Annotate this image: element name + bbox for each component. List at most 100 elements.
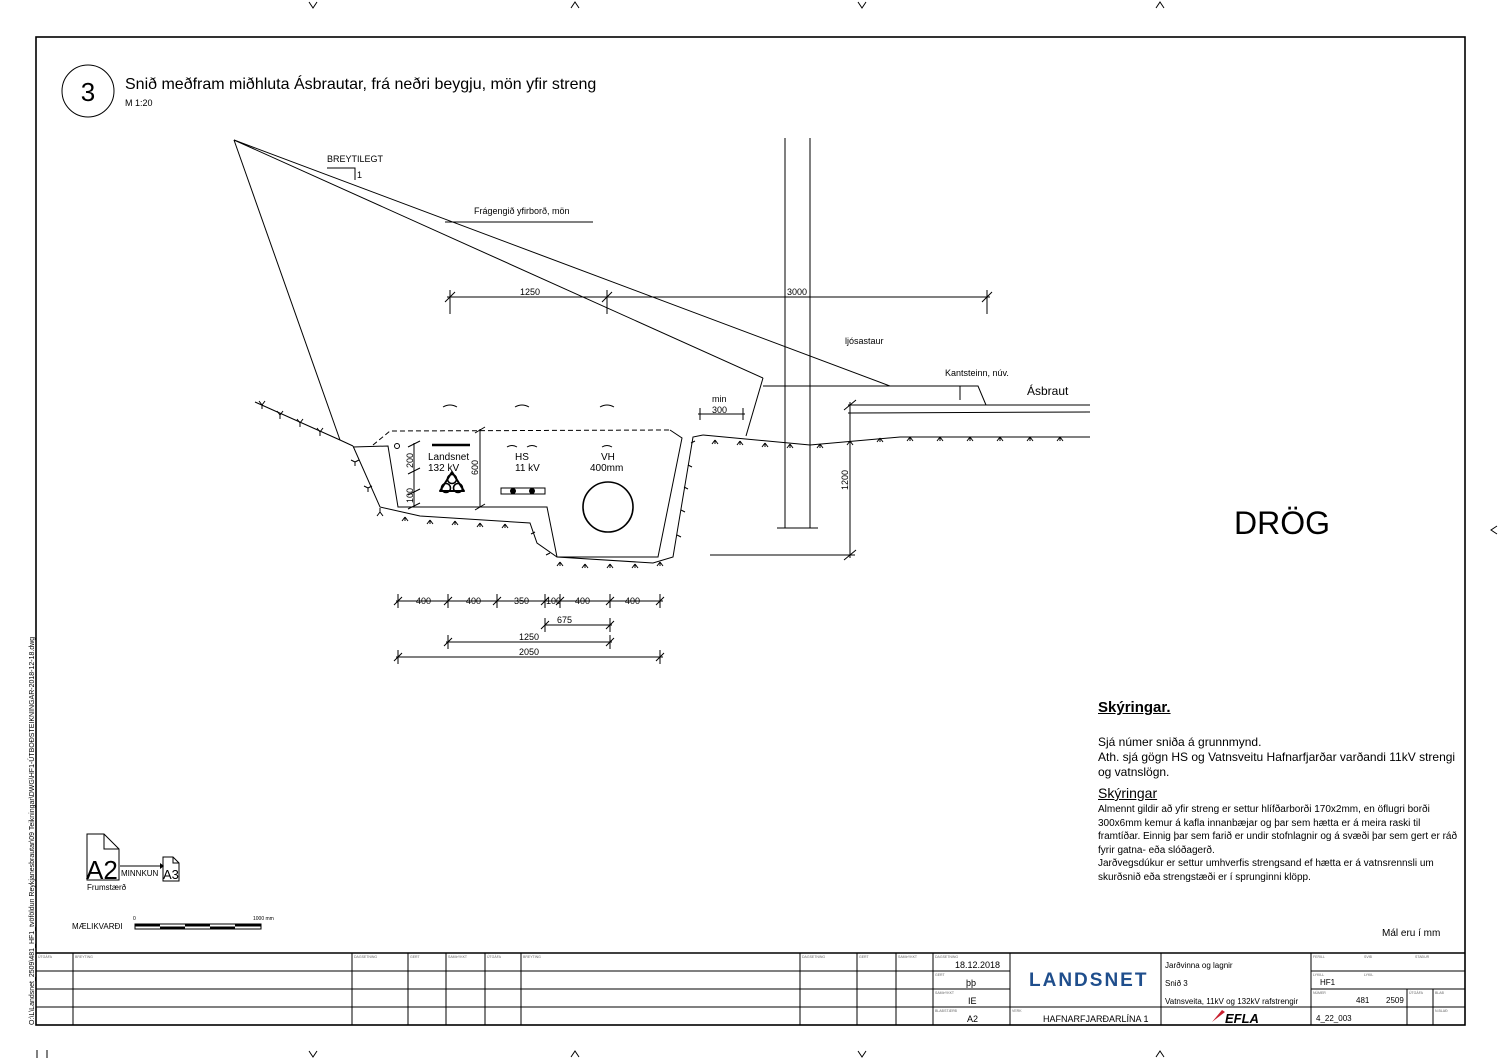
ferill-label: FERILL bbox=[1313, 955, 1325, 959]
rev-header: SAMÞYKKT bbox=[898, 955, 918, 959]
number-b: 2509 bbox=[1386, 996, 1404, 1005]
date-value: 18.12.2018 bbox=[955, 960, 1001, 970]
project-value: HAFNARFJARÐARLÍNA 1 bbox=[1043, 1014, 1149, 1024]
min-value: 300 bbox=[712, 405, 727, 415]
bottom-dim-1: 400 bbox=[416, 596, 431, 606]
number-a: 481 bbox=[1356, 996, 1370, 1005]
svg-text:EFLA: EFLA bbox=[1225, 1011, 1259, 1026]
landsnet-logo: LANDSNET bbox=[1029, 970, 1149, 991]
approved-label: SAMÞYKKT bbox=[935, 991, 955, 995]
scale-bar bbox=[134, 923, 262, 930]
trench-vertical-dims bbox=[407, 426, 486, 511]
stadur-label: STAÐUR bbox=[1415, 955, 1430, 959]
bottom-dim-4: 100 bbox=[546, 596, 561, 606]
dim-2050: 2050 bbox=[519, 647, 539, 657]
min-dimension bbox=[698, 408, 745, 420]
section-number: 3 bbox=[81, 77, 95, 107]
pole-label: ljósastaur bbox=[845, 336, 884, 346]
note-line-1: Sjá númer sniða á grunnmynd. bbox=[1098, 735, 1262, 749]
revision-label: ÚTGÁFA bbox=[1409, 991, 1424, 995]
key-label: LYKILL bbox=[1313, 973, 1325, 977]
dim-1250-top: 1250 bbox=[520, 287, 540, 297]
section-title: Snið meðfram miðhluta Ásbrautar, frá neð… bbox=[125, 74, 596, 93]
note-body-1: Almennt gildir að yfir streng er settur … bbox=[1098, 804, 1458, 856]
sheet-label: BLAÐ bbox=[1435, 991, 1445, 995]
bottom-dim-5: 400 bbox=[575, 596, 590, 606]
nsheet-label: N.BLAÐ bbox=[1435, 1009, 1448, 1013]
file-path: O:\L\Landsnet_2509\481_HF1_tvöföldun Rey… bbox=[29, 636, 36, 1025]
bottom-dim-6: 400 bbox=[625, 596, 640, 606]
drawn-value: þþ bbox=[966, 978, 977, 988]
reduction-label: MINNKUN bbox=[121, 869, 159, 878]
water-pipe-icon bbox=[582, 481, 634, 533]
light-pole bbox=[763, 138, 960, 529]
margin-marks bbox=[36, 1, 1498, 1058]
embankment-lines bbox=[233, 139, 891, 441]
bottom-dimension-lines bbox=[393, 594, 665, 664]
section-scale: M 1:20 bbox=[125, 98, 153, 108]
dim-600: 600 bbox=[470, 460, 480, 475]
notes-heading: Skýringar. bbox=[1098, 699, 1171, 716]
reduced-size: A3 bbox=[163, 867, 179, 882]
scale-zero: 0 bbox=[133, 916, 136, 922]
vh-label: VH bbox=[601, 452, 615, 463]
key-value: HF1 bbox=[1320, 978, 1336, 987]
units-note: Mál eru í mm bbox=[1382, 928, 1441, 939]
dim-3000: 3000 bbox=[787, 287, 807, 297]
rev-header: BREYTING bbox=[523, 955, 541, 959]
scale-max: 1000 mm bbox=[253, 916, 274, 922]
efla-logo: EFLA bbox=[1212, 1010, 1259, 1026]
curb-label: Kantsteinn, núv. bbox=[945, 368, 1009, 378]
road-curb bbox=[847, 385, 1091, 414]
drawing-number: 4_22_003 bbox=[1316, 1014, 1352, 1023]
trench-outline bbox=[352, 404, 683, 558]
surface-label: Frágengið yfirborð, mön bbox=[474, 206, 570, 216]
description-3: Vatnsveita, 11kV og 132kV rafstrengir bbox=[1165, 997, 1299, 1006]
rev-header: ÚTGÁFA bbox=[487, 955, 502, 959]
rev-header: GERT bbox=[859, 955, 869, 959]
min-label: min bbox=[712, 394, 727, 404]
rev-header: ÚTGÁFA bbox=[38, 955, 53, 959]
hs-cable-icon bbox=[500, 487, 546, 495]
dimension-1200 bbox=[710, 399, 857, 561]
hs-label: HS bbox=[515, 452, 529, 463]
draft-watermark: DRÖG bbox=[1234, 505, 1330, 541]
rev-header: SAMÞYKKT bbox=[448, 955, 468, 959]
rev-header: GERT bbox=[410, 955, 420, 959]
vh-size: 400mm bbox=[590, 463, 623, 474]
bottom-dim-3: 350 bbox=[514, 596, 529, 606]
description-2: Snið 3 bbox=[1165, 979, 1188, 988]
size-label: BLAÐSTÆRÐ bbox=[935, 1009, 958, 1013]
dimension-top bbox=[444, 290, 993, 314]
drawn-label: GERT bbox=[935, 973, 945, 977]
number-label: NÚMER bbox=[1313, 991, 1326, 995]
approved-value: IE bbox=[968, 996, 977, 1006]
sheet-border bbox=[35, 36, 1466, 1026]
svid-label: SVIÐ bbox=[1364, 955, 1373, 959]
scale-label: MÆLIKVARÐI bbox=[72, 922, 123, 931]
notes-subheading: Skýringar bbox=[1098, 785, 1158, 801]
rev-header: DAGSETNING bbox=[802, 955, 826, 959]
bottom-dim-2: 400 bbox=[466, 596, 481, 606]
project-label: VERK bbox=[1012, 1009, 1022, 1013]
ground-hatch-marks bbox=[258, 400, 1064, 569]
breytilegt-label: BREYTILEGT bbox=[327, 154, 384, 164]
date-label: DAGSETNING bbox=[935, 955, 959, 959]
dim-1200: 1200 bbox=[840, 470, 850, 490]
ground-line bbox=[254, 401, 1090, 564]
hs-kv: 11 kV bbox=[515, 463, 540, 474]
dim-100: 100 bbox=[405, 488, 415, 503]
note-line-2: Ath. sjá gögn HS og Vatnsveitu Hafnarfja… bbox=[1098, 750, 1456, 779]
dim-675: 675 bbox=[557, 615, 572, 625]
original-size-label: Frumstærð bbox=[87, 883, 127, 892]
title-block-grid bbox=[36, 952, 1465, 1025]
note-body-2: Jarðvegsdúkur er settur umhverfis streng… bbox=[1098, 858, 1434, 883]
key2-label: LYKIL bbox=[1364, 973, 1374, 977]
section-number-circle bbox=[61, 64, 115, 118]
dim-200: 200 bbox=[405, 453, 415, 468]
slope-ratio: 1 bbox=[357, 170, 362, 180]
original-size: A2 bbox=[86, 855, 118, 885]
description-1: Jarðvinna og lagnir bbox=[1165, 961, 1233, 970]
sheet-size-icon bbox=[86, 833, 180, 882]
